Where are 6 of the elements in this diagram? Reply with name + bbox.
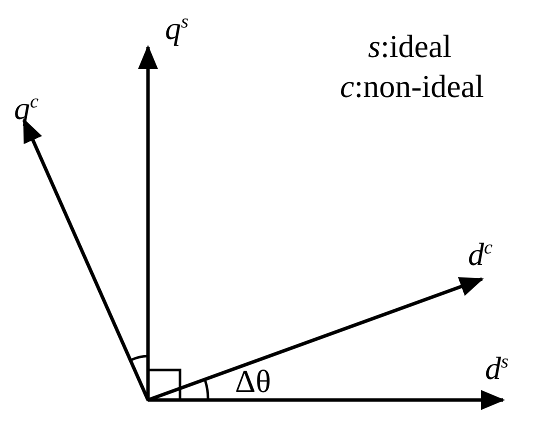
axis-label: q$^{s}$ <box>165 12 188 44</box>
axis-label: s:ideal <box>368 30 452 62</box>
axis-label: d$^{s}$ <box>485 352 508 384</box>
axis-label: c:non-ideal <box>340 70 484 102</box>
axis-label: d$^{c}$ <box>468 238 493 270</box>
axis-label: Δθ <box>235 365 271 397</box>
